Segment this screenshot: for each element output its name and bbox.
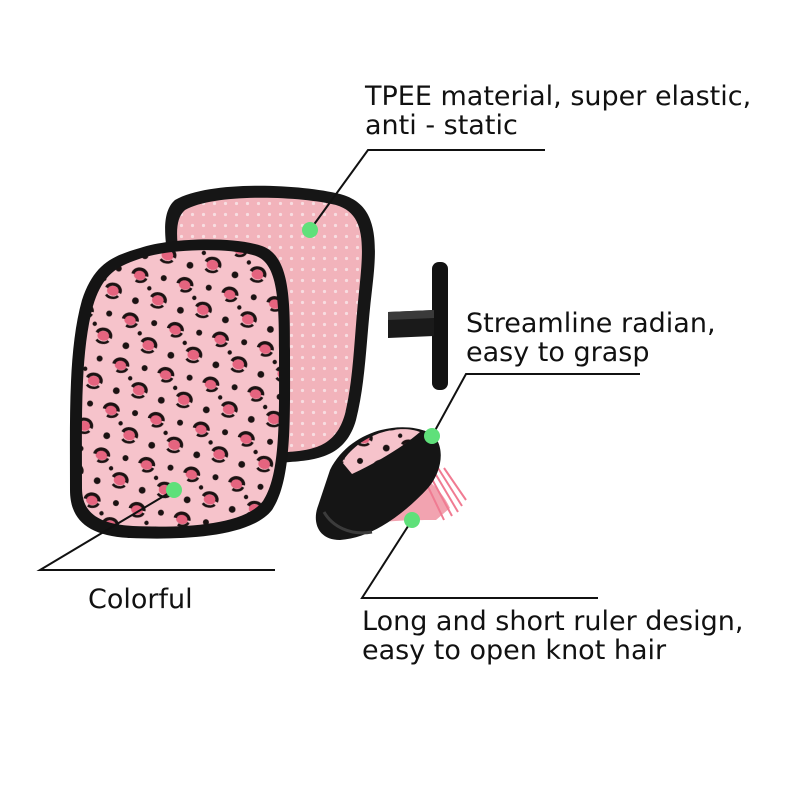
- callout-streamline-line1: Streamline radian,: [466, 308, 716, 339]
- marker-streamline: [424, 428, 440, 444]
- leader-lines: [36, 149, 640, 599]
- callout-ruler-line2: easy to open knot hair: [362, 635, 667, 666]
- handle-clip: [388, 262, 448, 390]
- callout-colorful: Colorful: [88, 585, 193, 614]
- leopard-shell-brush: [69, 239, 291, 539]
- callout-material-line1: TPEE material, super elastic,: [365, 81, 752, 112]
- compact-brush-side: [315, 427, 467, 540]
- callout-material: TPEE material, super elastic, anti - sta…: [365, 82, 751, 140]
- leader-line-streamline: [431, 373, 640, 437]
- markers: [166, 222, 440, 528]
- leader-line-colorful: [36, 489, 275, 571]
- leader-line-ruler: [360, 519, 598, 599]
- marker-material: [302, 222, 318, 238]
- marker-ruler: [404, 512, 420, 528]
- callout-material-line2: anti - static: [365, 110, 518, 141]
- callout-ruler-line1: Long and short ruler design,: [362, 606, 744, 637]
- callout-ruler: Long and short ruler design, easy to ope…: [362, 607, 743, 665]
- leader-line-material: [309, 149, 545, 231]
- callout-streamline-line2: easy to grasp: [466, 337, 650, 368]
- callout-colorful-line1: Colorful: [88, 584, 193, 615]
- marker-colorful: [166, 482, 182, 498]
- callout-streamline: Streamline radian, easy to grasp: [466, 309, 716, 367]
